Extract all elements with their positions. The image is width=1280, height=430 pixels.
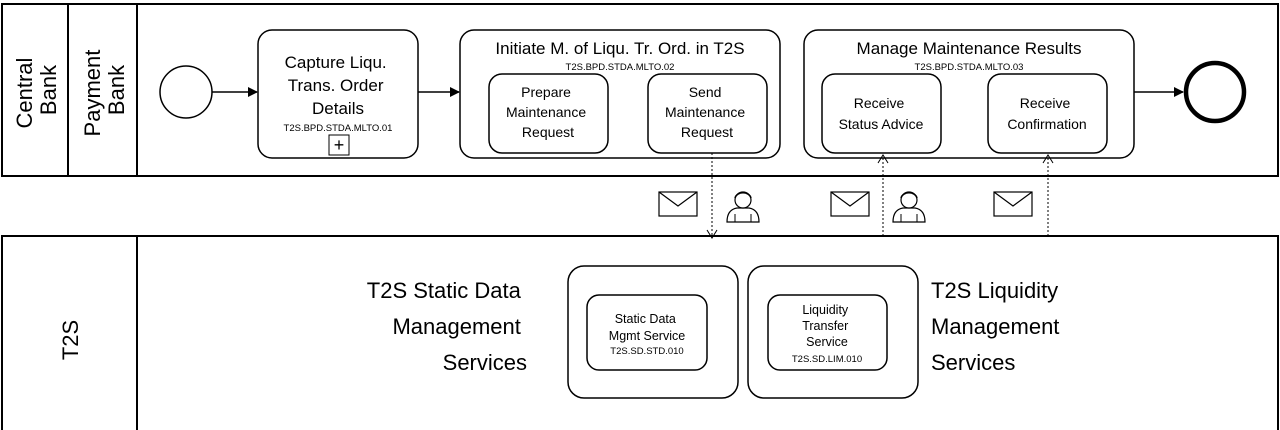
task-prepare-label: Prepare Maintenance Request: [506, 84, 590, 140]
task-confirmation-label: Receive Confirmation: [1007, 95, 1086, 132]
static-data-service-code: T2S.SD.STD.010: [610, 346, 683, 357]
user-icon: [892, 191, 926, 223]
subprocess-marker-plus: +: [334, 135, 345, 155]
subprocess-marker[interactable]: [328, 134, 350, 156]
liquidity-services-label: T2S Liquidity Management Services: [931, 278, 1066, 375]
liquidity-service-code: T2S.SD.LIM.010: [792, 354, 862, 365]
subprocess-initiate-code: T2S.BPD.STDA.MLTO.02: [566, 62, 675, 73]
top-pool: Central Bank Payment Bank: [1, 3, 1279, 177]
start-event[interactable]: [159, 65, 213, 119]
envelope-icon: [830, 191, 870, 217]
message-flow-status-arrow: [877, 154, 889, 164]
task-capture-liquidity-transfer-order[interactable]: Capture Liqu. Trans. Order Details T2S.B…: [257, 29, 419, 159]
pool-label-t2s: T2S: [58, 320, 83, 360]
lane-label-payment-bank: Payment Bank: [80, 44, 129, 137]
user-icon: [726, 191, 760, 223]
envelope-icon: [658, 191, 698, 217]
envelope-icon: [993, 191, 1033, 217]
liquidity-transfer-service[interactable]: Liquidity Transfer Service T2S.SD.LIM.01…: [767, 294, 888, 371]
bottom-pool: T2S: [1, 235, 1279, 430]
static-data-services-label: T2S Static Data Management Services: [367, 278, 527, 375]
task-receive-status-advice[interactable]: Receive Status Advice: [821, 73, 942, 154]
subprocess-initiate-title: Initiate M. of Liqu. Tr. Ord. in T2S: [495, 39, 744, 58]
task-send-label: Send Maintenance Request: [665, 84, 749, 140]
static-data-service-label: Static Data Mgmt Service: [609, 312, 685, 343]
task-receive-confirmation[interactable]: Receive Confirmation: [987, 73, 1108, 154]
task-status-label: Receive Status Advice: [839, 95, 924, 132]
task-prepare-maintenance-request[interactable]: Prepare Maintenance Request: [488, 73, 609, 154]
task-capture-code: T2S.BPD.STDA.MLTO.01: [284, 123, 393, 134]
subprocess-manage-code: T2S.BPD.STDA.MLTO.03: [915, 62, 1024, 73]
static-data-mgmt-service[interactable]: Static Data Mgmt Service T2S.SD.STD.010: [586, 294, 708, 371]
end-event[interactable]: [1183, 60, 1247, 124]
task-capture-title: Capture Liqu. Trans. Order Details: [285, 53, 392, 118]
task-send-maintenance-request[interactable]: Send Maintenance Request: [647, 73, 768, 154]
subprocess-manage-title: Manage Maintenance Results: [857, 39, 1082, 58]
liquidity-service-label: Liquidity Transfer Service: [802, 303, 852, 349]
lane-label-central-bank: Central Bank: [12, 51, 61, 128]
message-flow-confirmation-arrow: [1042, 154, 1054, 164]
message-flow-send-arrow: [706, 229, 718, 239]
